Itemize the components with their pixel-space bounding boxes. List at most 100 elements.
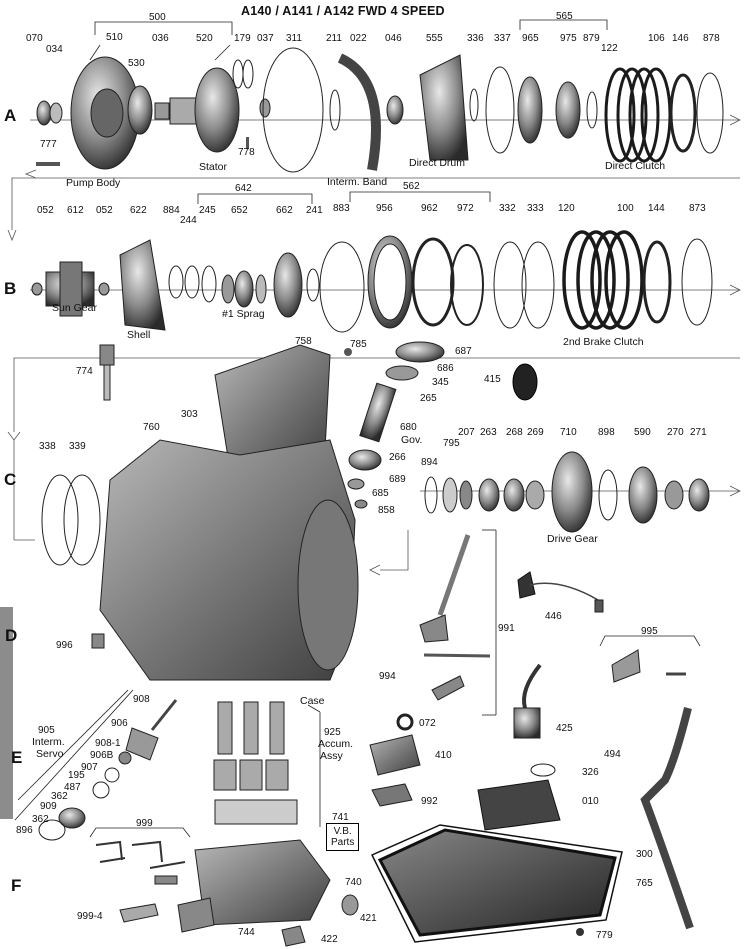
part-number: 741	[332, 812, 349, 823]
part-number: 037	[257, 33, 274, 44]
part-number: 120	[558, 203, 575, 214]
part-number: 446	[545, 611, 562, 622]
caption-gov: Gov.	[401, 434, 423, 446]
part-number: 925	[324, 727, 341, 738]
part-number: 034	[46, 44, 63, 55]
part-number: 975	[560, 33, 577, 44]
part-number: 263	[480, 427, 497, 438]
part-number: 622	[130, 205, 147, 216]
part-number: 785	[350, 339, 367, 350]
part-number: 052	[37, 205, 54, 216]
row-e-f-parts	[38, 699, 623, 947]
part-number: 555	[426, 33, 443, 44]
part-number: 500	[149, 12, 166, 23]
part-number: 144	[648, 203, 665, 214]
part-number: 211	[326, 33, 342, 44]
part-number: 898	[598, 427, 615, 438]
row-label: A	[4, 106, 17, 125]
part-number: 022	[350, 33, 367, 44]
part-number: 795	[443, 438, 460, 449]
part-number: 992	[421, 796, 438, 807]
part-number: 362	[51, 791, 68, 802]
part-number: 906B	[90, 750, 114, 761]
caption-drive-gear: Drive Gear	[547, 533, 598, 545]
row-label: E	[11, 748, 23, 767]
part-number: 879	[583, 33, 600, 44]
row-a-parts	[36, 47, 724, 173]
part-number: 415	[484, 374, 501, 385]
part-number: 858	[378, 505, 395, 516]
part-number: 999-4	[77, 911, 103, 922]
part-number: 422	[321, 934, 338, 945]
row-label: D	[5, 626, 18, 645]
part-number: 270	[667, 427, 684, 438]
part-number: 689	[389, 474, 406, 485]
row-label: F	[11, 876, 22, 895]
caption-case: Case	[300, 695, 325, 707]
part-number: 241	[306, 205, 323, 216]
part-number: 333	[527, 203, 544, 214]
part-number: 070	[26, 33, 43, 44]
row-d-parts	[91, 534, 694, 930]
row-label: B	[4, 279, 17, 298]
part-number: 965	[522, 33, 539, 44]
part-number: 686	[437, 363, 454, 374]
part-number: 265	[420, 393, 437, 404]
part-number: 744	[238, 927, 255, 938]
caption-accum-1: Accum.	[318, 738, 354, 750]
part-number: 642	[235, 183, 252, 194]
part-number: 995	[641, 626, 658, 637]
part-number: 036	[152, 33, 169, 44]
part-number: 962	[421, 203, 438, 214]
caption-vb-parts: V.B. Parts	[326, 823, 360, 851]
part-number: 765	[636, 878, 653, 889]
caption-direct-clutch: Direct Clutch	[605, 160, 666, 172]
part-number: 906	[111, 718, 128, 729]
caption-2nd-brake-clutch: 2nd Brake Clutch	[563, 336, 644, 348]
part-number: 146	[672, 33, 689, 44]
part-number: 896	[16, 825, 33, 836]
caption-interm-servo-2: Servo	[36, 748, 64, 760]
axis-lines	[7, 114, 741, 576]
part-number: 362	[32, 814, 49, 825]
row-d-side-band	[0, 607, 13, 819]
row-label: C	[4, 470, 17, 489]
row-b-parts	[31, 230, 713, 333]
part-number: 590	[634, 427, 651, 438]
part-number: 680	[400, 422, 417, 433]
caption-sun-gear: Sun Gear	[52, 302, 97, 314]
part-number: 303	[181, 409, 198, 420]
caption-accum-2: Assy	[320, 750, 343, 762]
part-number: 425	[556, 723, 573, 734]
part-number: 520	[196, 33, 213, 44]
part-number: 106	[648, 33, 665, 44]
part-number: 100	[617, 203, 634, 214]
part-number: 245	[199, 205, 216, 216]
part-number: 345	[432, 377, 449, 388]
part-number: 687	[455, 346, 472, 357]
part-number: 662	[276, 205, 293, 216]
part-number: 907	[81, 762, 98, 773]
part-number: 337	[494, 33, 511, 44]
caption-sprag: #1 Sprag	[222, 308, 265, 320]
part-number: 562	[403, 181, 420, 192]
part-number: 905	[38, 725, 55, 736]
part-number: 991	[498, 623, 515, 634]
part-number: 778	[238, 147, 255, 158]
part-number: 010	[582, 796, 599, 807]
part-number: 271	[690, 427, 707, 438]
part-number: 339	[69, 441, 86, 452]
part-number: 338	[39, 441, 56, 452]
part-number: 685	[372, 488, 389, 499]
part-number: 740	[345, 877, 362, 888]
diagram-title: A140 / A141 / A142 FWD 4 SPEED	[241, 4, 445, 18]
part-number: 269	[527, 427, 544, 438]
bracket-lines	[14, 19, 701, 838]
caption-pump-body: Pump Body	[66, 177, 121, 189]
part-number: 494	[604, 749, 621, 760]
part-number: 052	[96, 205, 113, 216]
part-number: 207	[458, 427, 475, 438]
part-number: 779	[596, 930, 613, 941]
caption-shell: Shell	[127, 329, 151, 341]
